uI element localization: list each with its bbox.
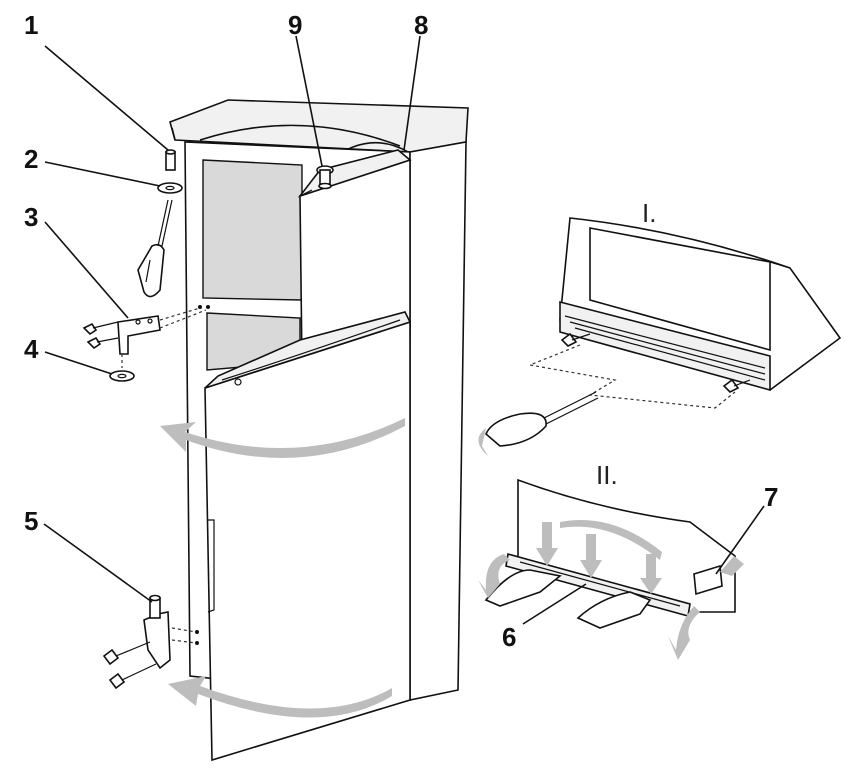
fridge-door — [204, 311, 412, 762]
bottom-hinge — [143, 594, 197, 670]
screw-icon — [102, 641, 157, 690]
callout-9: 9 — [288, 10, 302, 40]
step-1-label: I. — [642, 198, 656, 228]
step-1-illustration — [478, 217, 842, 456]
hinge-pin — [165, 149, 176, 171]
swing-arrow-upper — [160, 418, 405, 458]
screw-icon — [82, 321, 119, 350]
step-2-label: II. — [596, 460, 618, 490]
freezer-door — [297, 149, 412, 368]
callout-5: 5 — [24, 506, 38, 536]
screwdriver-icon — [137, 199, 173, 298]
callout-2: 2 — [24, 144, 38, 174]
door-pin — [316, 165, 334, 190]
callout-1: 1 — [24, 10, 38, 40]
callout-6: 6 — [502, 622, 516, 652]
leader-lines — [43, 35, 765, 625]
step-2-illustration — [478, 478, 744, 660]
callout-3: 3 — [24, 202, 38, 232]
washer-bottom — [109, 370, 135, 382]
washer-top — [157, 182, 183, 194]
callout-8: 8 — [414, 10, 428, 40]
swing-arrow-lower — [168, 676, 392, 718]
callout-4: 4 — [24, 334, 39, 364]
hinge-bracket — [117, 307, 207, 368]
callout-7: 7 — [764, 482, 778, 512]
